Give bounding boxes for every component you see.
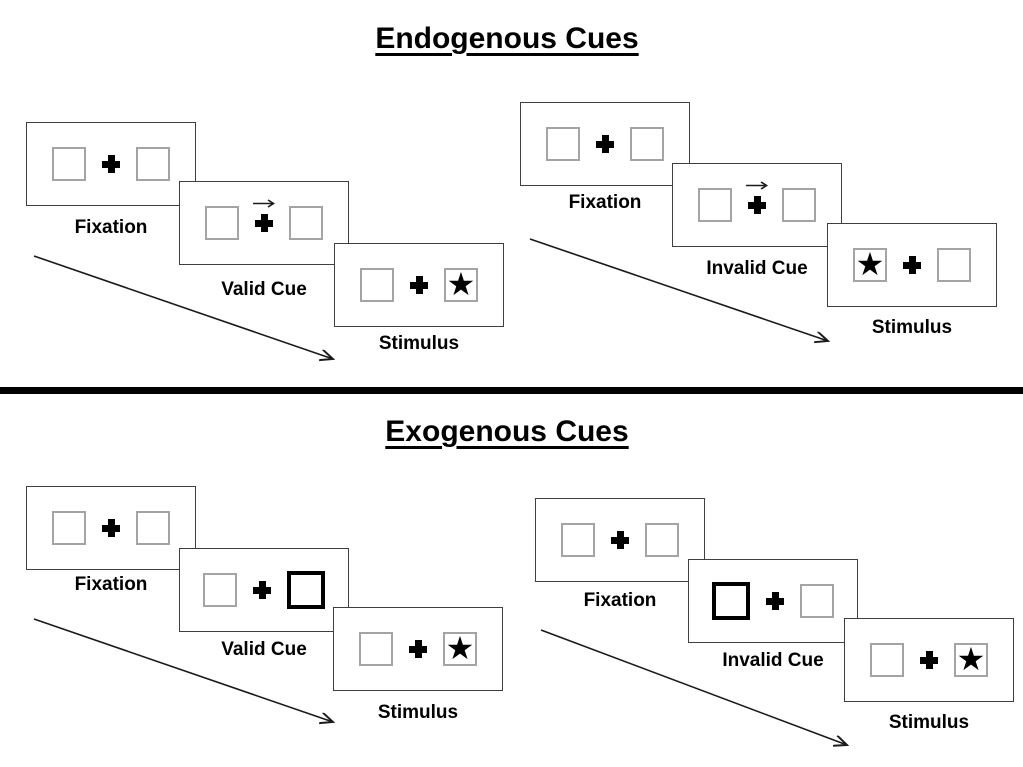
placeholder-box-right (136, 511, 170, 545)
placeholder-box-right (782, 188, 816, 222)
fixation-cross-icon (611, 531, 629, 549)
cue-card-valid (179, 181, 349, 265)
placeholder-box-right (630, 127, 664, 161)
cue-arrow-right-icon (746, 181, 769, 190)
fixation-cross-icon (409, 640, 427, 658)
fixation-cross-icon (255, 214, 273, 232)
section-title-text: Exogenous Cues (385, 415, 629, 448)
placeholder-box-left (359, 632, 393, 666)
fixation-cross-icon (920, 651, 938, 669)
fixation-cross-icon (766, 592, 784, 610)
placeholder-box-left (52, 511, 86, 545)
cue-card-valid (179, 548, 349, 632)
placeholder-box-left (205, 206, 239, 240)
central-cue-group (253, 199, 276, 232)
timeline-arrow (540, 629, 855, 753)
target-box-left: ★ (853, 248, 887, 282)
card-label-fixation: Fixation (74, 217, 148, 238)
card-label-stimulus: Stimulus (871, 317, 953, 338)
placeholder-box-left (360, 268, 394, 302)
target-box-right: ★ (444, 268, 478, 302)
timeline-arrow (33, 618, 341, 730)
target-box-right: ★ (954, 643, 988, 677)
fixation-card (520, 102, 690, 186)
placeholder-box-left (52, 147, 86, 181)
timeline-arrow (529, 238, 836, 349)
section-title-exogenous: Exogenous Cues (0, 415, 1014, 449)
fixation-cross-icon (253, 581, 271, 599)
card-label-valid-cue: Valid Cue (221, 639, 307, 660)
card-label-invalid-cue: Invalid Cue (706, 258, 808, 279)
card-label-invalid-cue: Invalid Cue (722, 650, 824, 671)
section-title-endogenous: Endogenous Cues (0, 22, 1014, 56)
placeholder-box-right (645, 523, 679, 557)
placeholder-box-left (546, 127, 580, 161)
central-cue-group (746, 181, 769, 214)
card-label-stimulus: Stimulus (377, 702, 459, 723)
cue-card-invalid (672, 163, 842, 247)
card-label-stimulus: Stimulus (378, 333, 460, 354)
placeholder-box-left (203, 573, 237, 607)
placeholder-box-left (698, 188, 732, 222)
placeholder-box-right (289, 206, 323, 240)
stimulus-card: ★ (334, 243, 504, 327)
card-label-fixation: Fixation (74, 574, 148, 595)
fixation-card (26, 122, 196, 206)
placeholder-box-right (800, 584, 834, 618)
card-label-fixation: Fixation (568, 192, 642, 213)
fixation-cross-icon (102, 155, 120, 173)
placeholder-box-right (136, 147, 170, 181)
fixation-cross-icon (903, 256, 921, 274)
exogenous-cue-box-right (287, 571, 325, 609)
card-label-stimulus: Stimulus (888, 712, 970, 733)
card-label-fixation: Fixation (583, 590, 657, 611)
stimulus-card: ★ (333, 607, 503, 691)
cue-arrow-right-icon (253, 199, 276, 208)
fixation-card (535, 498, 705, 582)
star-icon: ★ (956, 641, 986, 677)
stimulus-card: ★ (827, 223, 997, 307)
fixation-cross-icon (748, 196, 766, 214)
cue-card-invalid (688, 559, 858, 643)
section-divider (0, 387, 1023, 394)
exogenous-cue-box-left (712, 582, 750, 620)
fixation-cross-icon (596, 135, 614, 153)
star-icon: ★ (446, 266, 476, 302)
timeline-arrow (33, 255, 341, 367)
placeholder-box-left (561, 523, 595, 557)
fixation-cross-icon (102, 519, 120, 537)
section-title-text: Endogenous Cues (375, 22, 639, 55)
star-icon: ★ (855, 246, 885, 282)
card-label-valid-cue: Valid Cue (221, 279, 307, 300)
target-box-right: ★ (443, 632, 477, 666)
star-icon: ★ (445, 630, 475, 666)
fixation-cross-icon (410, 276, 428, 294)
stimulus-card: ★ (844, 618, 1014, 702)
placeholder-box-left (870, 643, 904, 677)
fixation-card (26, 486, 196, 570)
placeholder-box-right (937, 248, 971, 282)
